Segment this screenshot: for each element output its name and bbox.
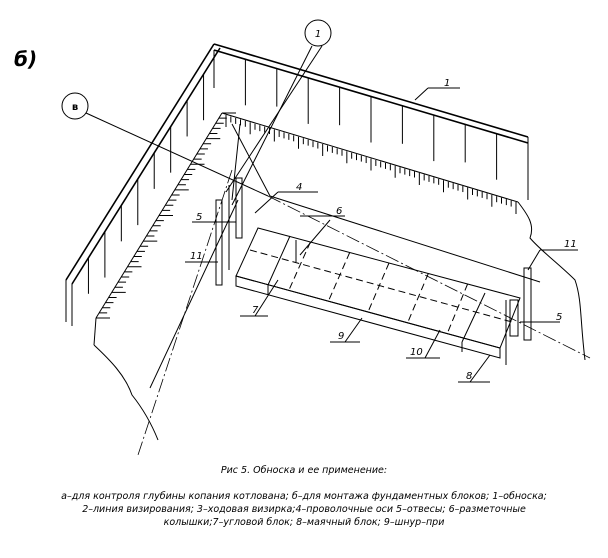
label-10: 10 [410, 347, 423, 358]
label-9: 9 [338, 331, 344, 342]
label-11-left: 11 [190, 251, 203, 262]
label-11-right: 11 [564, 239, 577, 250]
sighting-lines [85, 112, 591, 456]
block-joint [407, 273, 429, 323]
block-joint [446, 283, 469, 334]
foundation-block-strip [235, 227, 521, 359]
block-joint [327, 252, 351, 302]
caption-line-4: колышки;7–угловой блок; 8–маячный блок; … [164, 517, 445, 528]
batter-board-left-rail [65, 43, 221, 326]
callout-v: в [61, 92, 89, 120]
label-6: 6 [336, 206, 342, 217]
label-5-left: 5 [196, 212, 202, 223]
plumb-bobs-and-pegs [215, 177, 532, 365]
label-leaders [185, 87, 578, 383]
caption-line-3: 2–линия визирования; 3–ходовая визирка;4… [82, 504, 526, 515]
block-joint [367, 262, 390, 313]
label-7: 7 [252, 305, 259, 316]
callout-v-text: в [72, 102, 78, 113]
panel-letter: б) [14, 47, 37, 71]
figure-caption: Рис 5. Обноска и ее применение: а–для ко… [61, 465, 547, 528]
pit-walls [93, 112, 586, 441]
batter-board-right-rail [213, 43, 529, 200]
callout-1-text: 1 [315, 29, 321, 40]
caption-line-1: Рис 5. Обноска и ее применение: [221, 465, 387, 476]
label-1-right: 1 [444, 78, 450, 89]
callout-1-top: 1 [225, 19, 332, 206]
label-8: 8 [466, 371, 472, 382]
caption-line-2: а–для контроля глубины копания котлована… [61, 491, 547, 502]
label-4: 4 [296, 182, 302, 193]
label-5-right: 5 [556, 312, 562, 323]
block-joint [288, 241, 311, 291]
